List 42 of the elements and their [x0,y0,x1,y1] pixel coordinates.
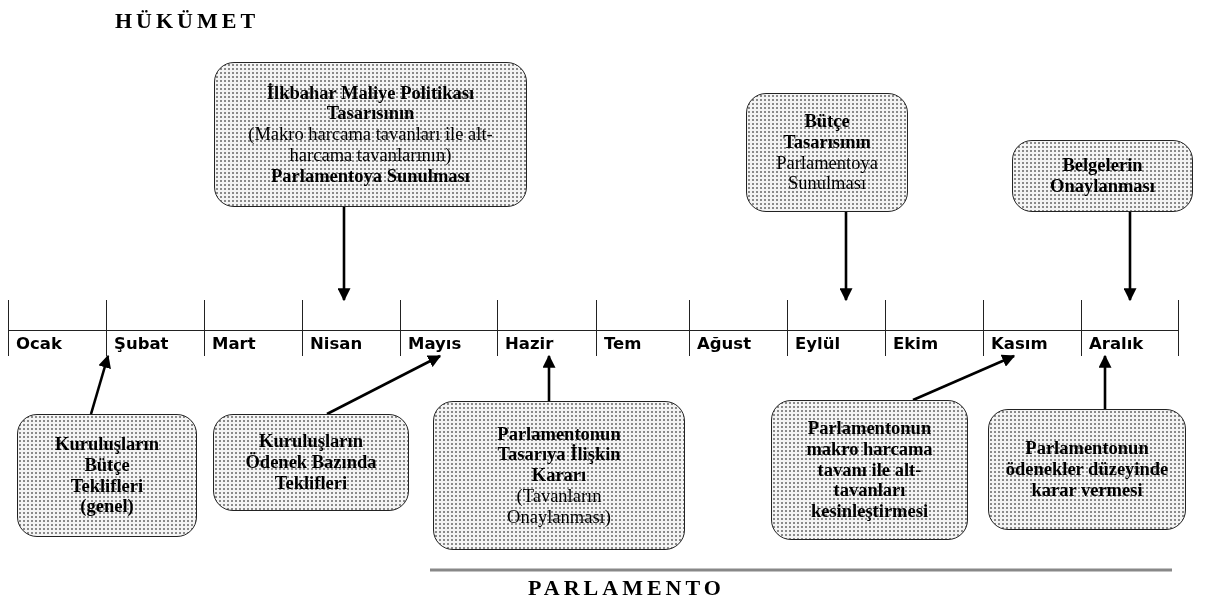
box-text: Bütçe Tasarısının [782,111,872,153]
box-text: İlkbahar Maliye Politikası Tasarısının [265,82,476,125]
rounded-box [433,401,685,550]
arrow [1098,354,1112,409]
section-heading: HÜKÜMET [115,8,260,34]
month-label: Mayıs [408,334,462,353]
rounded-box [746,93,908,212]
box-text: Parlamentonun Tasarıya İlişkin Kararı [496,423,622,486]
arrow [542,354,556,401]
arrow [337,207,351,302]
rounded-box [214,62,527,207]
month-label: Aralık [1089,334,1144,353]
box-text: (Tavanların Onaylanması) [506,485,612,528]
month-label: Ekim [893,334,939,353]
month-label: Tem [604,334,642,353]
month-label: Kasım [991,334,1048,353]
month-label: Hazir [505,334,554,353]
arrow [326,354,442,416]
month-label: Ocak [16,334,62,353]
arrow [1123,212,1137,302]
month-label: Şubat [114,334,169,353]
month-label: Eylül [795,334,841,353]
arrow [839,212,853,302]
box-text: Parlamentonun makro harcama tavanı ile alt-tavanları kesinleştirmesi [805,418,934,522]
rounded-box [17,414,197,537]
box-text: Kuruluşların Ödenek Bazında Teklifleri [244,431,378,494]
box-text: Belgelerin Onaylanması [1049,155,1156,197]
rounded-box [771,400,968,540]
month-label: Nisan [310,334,363,353]
section-heading: PARLAMENTO [528,575,725,601]
rounded-box [213,414,409,511]
box-text: Parlamentoya Sunulması [775,152,879,194]
arrow [89,354,111,415]
box-text: Parlamentonun ödenekler düzeyinde karar vermesi [1004,438,1170,501]
box-text: Kuruluşların Bütçe Teklifleri (genel) [54,434,160,517]
rounded-box [1012,140,1193,212]
box-text: (Makro harcama tavanları ile alt-harcama tavanlarının) [247,124,494,166]
box-text: Parlamentoya Sunulması [271,165,470,187]
month-label: Ağust [697,334,752,353]
rounded-box [988,409,1186,530]
month-label: Mart [212,334,256,353]
arrow [912,354,1016,402]
